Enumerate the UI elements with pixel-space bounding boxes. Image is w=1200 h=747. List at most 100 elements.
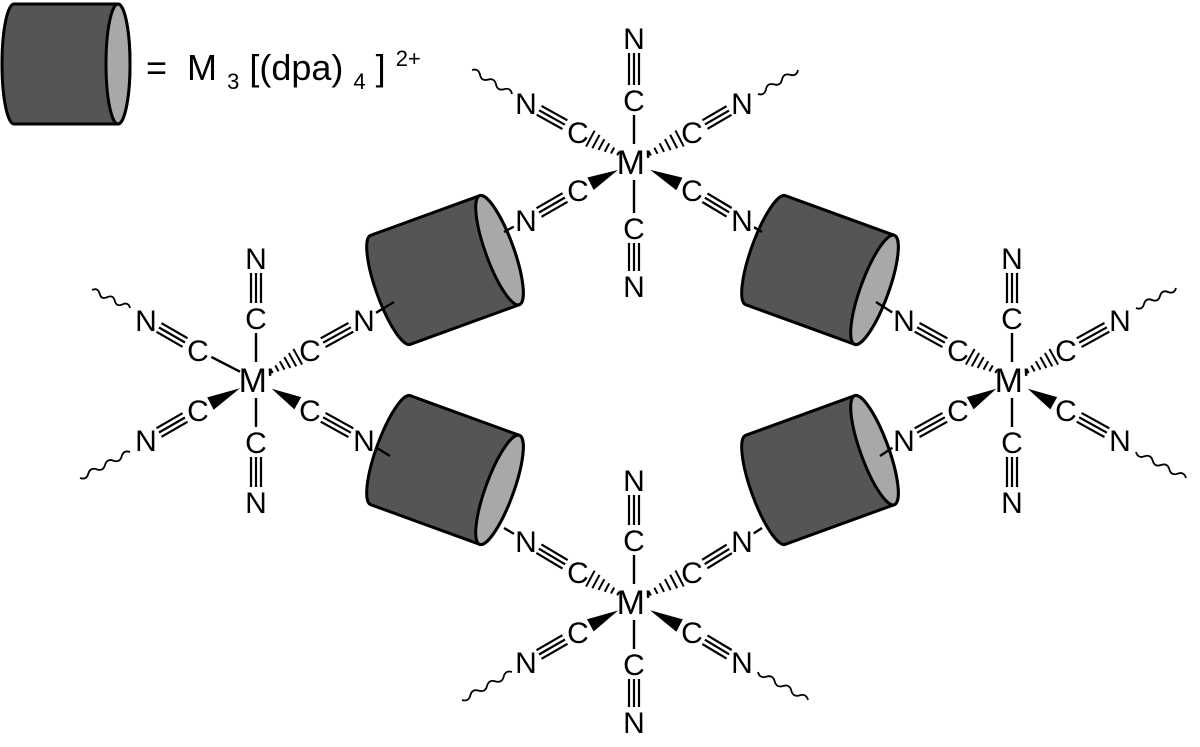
hash-mark — [1043, 352, 1054, 367]
bridging-bond — [503, 526, 515, 535]
triple-bond-line — [536, 113, 563, 131]
legend-ligand: [(dpa) — [249, 47, 343, 88]
triple-bond-line — [914, 330, 943, 349]
cyanide-ligand-4: CN — [1025, 287, 1177, 374]
hash-mark — [597, 578, 606, 591]
carbon-atom-label: C — [567, 117, 589, 150]
nitrogen-atom-label: N — [623, 23, 645, 56]
nitrogen-atom-label: N — [1109, 305, 1131, 338]
triple-bond-line — [1076, 420, 1105, 439]
triple-bond-line — [155, 412, 184, 430]
cyanide-ligand-5: CN — [879, 388, 997, 458]
carbon-atom-label: C — [623, 649, 645, 682]
cyanide-triple-bond — [701, 543, 733, 570]
triple-bond-line — [320, 420, 349, 439]
cyanide-triple-bond — [249, 457, 263, 487]
triple-bond-line — [704, 196, 730, 214]
triple-bond-line — [1078, 326, 1108, 344]
hashed-bond — [585, 570, 620, 596]
cyanide-triple-bond — [627, 679, 641, 707]
carbon-atom-label: C — [1055, 395, 1077, 428]
bridging-bond — [875, 300, 893, 314]
triple-bond-line — [704, 638, 730, 656]
triple-bond-line — [1078, 416, 1108, 434]
hash-mark — [982, 360, 990, 371]
hashed-bond — [648, 129, 685, 156]
carbon-atom-label: C — [1001, 303, 1023, 336]
cyanide-network: M'CNCNCNCNCNCNM'CNCNCNCNCNCNM'CNCNCNCNCN… — [79, 23, 1187, 740]
wedge-bond — [649, 610, 683, 632]
bridging-bond — [753, 226, 763, 234]
polymer-continuation-squiggle — [1135, 451, 1187, 479]
cyanide-triple-bond — [535, 543, 569, 570]
hash-mark — [616, 151, 620, 156]
hash-mark — [585, 130, 596, 148]
hash-mark — [1048, 348, 1060, 366]
hash-mark — [663, 138, 672, 151]
triple-bond-line — [322, 416, 352, 434]
cyanide-triple-bond — [155, 322, 189, 348]
triple-bond-line — [535, 192, 564, 210]
carbon-atom-label: C — [245, 427, 267, 460]
nitrogen-atom-label: N — [515, 205, 537, 238]
cyanide-triple-bond — [627, 53, 641, 85]
bridging-bond — [375, 446, 391, 458]
triple-bond-line — [538, 547, 566, 566]
cyanide-ligand-1: CN — [1001, 243, 1023, 362]
nitrogen-atom-label: N — [353, 425, 375, 458]
cyanide-triple-bond — [914, 321, 948, 349]
cyanide-triple-bond — [701, 105, 733, 130]
wedge-bond — [650, 169, 683, 191]
cylinder-top-left — [365, 193, 525, 347]
hash-mark — [648, 151, 652, 156]
cyanide-triple-bond — [627, 243, 641, 271]
nitrogen-atom-label: N — [515, 647, 537, 680]
hash-mark — [1030, 364, 1036, 372]
cyanide-ligand-3: CN — [471, 68, 620, 156]
cyanide-triple-bond — [914, 411, 948, 439]
cyanide-triple-bond — [320, 321, 354, 349]
hashed-bond — [1025, 348, 1060, 374]
triple-bond-line — [916, 416, 946, 434]
carbon-atom-label: C — [947, 395, 969, 428]
triple-bond-line — [1081, 411, 1110, 430]
cyanide-triple-bond — [535, 634, 569, 660]
nitrogen-atom-label: N — [623, 271, 645, 304]
nitrogen-atom-label: N — [731, 526, 753, 559]
cyanide-triple-bond — [701, 192, 733, 218]
wedge-bond — [587, 170, 618, 190]
triple-bond-line — [914, 411, 943, 430]
hash-mark — [994, 369, 999, 374]
hashed-bond — [964, 348, 999, 374]
polymer-continuation-squiggle — [757, 69, 799, 96]
nitrogen-atom-label: N — [1001, 243, 1023, 276]
hashed-bond — [648, 569, 685, 596]
carbon-atom-label: C — [681, 117, 703, 150]
carbon-atom-label: C — [299, 335, 321, 368]
hashed-bond — [585, 130, 620, 156]
triple-bond-line — [1081, 330, 1110, 349]
wedge-bond — [587, 610, 619, 632]
nitrogen-atom-label: N — [1109, 425, 1131, 458]
triple-bond-line — [704, 547, 730, 566]
wedge-bond — [966, 388, 997, 410]
hash-mark — [283, 356, 292, 369]
cyanide-ligand-4: CN — [269, 300, 395, 374]
nitrogen-atom-label: N — [135, 305, 157, 338]
polymer-continuation-squiggle — [461, 670, 513, 702]
nitrogen-atom-label: N — [135, 425, 157, 458]
hash-mark — [653, 147, 659, 155]
triple-bond-line — [160, 420, 189, 438]
triple-bond-line — [701, 105, 728, 122]
carbon-atom-label: C — [623, 213, 645, 246]
cyanide-ligand-3: CN — [503, 526, 620, 596]
metal-center-label: M' — [617, 584, 652, 622]
triple-bond-line — [701, 643, 728, 660]
triple-bond-line — [1076, 321, 1105, 340]
hash-mark — [658, 142, 665, 153]
nitrogen-atom-label: N — [515, 88, 537, 121]
